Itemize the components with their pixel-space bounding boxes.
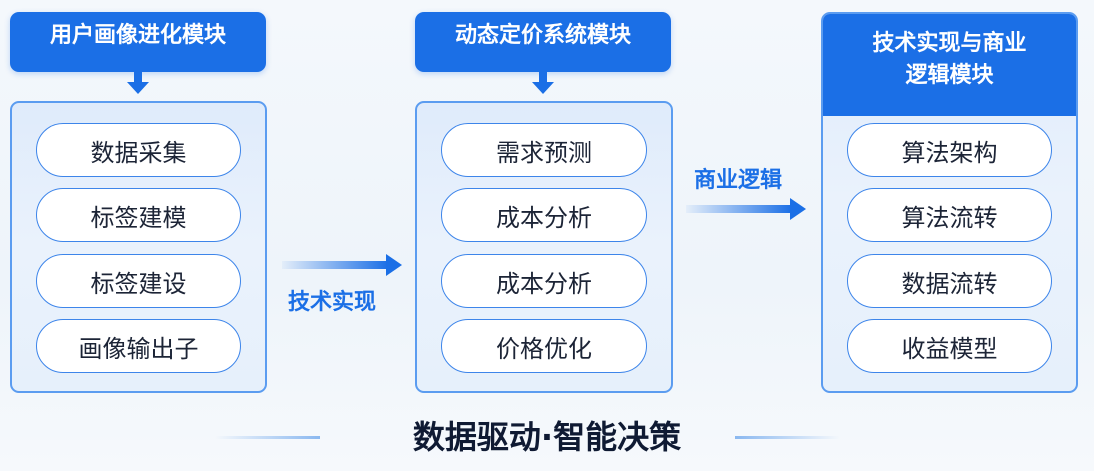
- item-label: 数据流转: [901, 269, 998, 298]
- footer-divider-left: [215, 436, 320, 439]
- module-2-title: 动态定价系统模块: [415, 12, 671, 72]
- item-label: 价格优化: [496, 334, 592, 363]
- item-label: 数据采集: [90, 138, 187, 167]
- connector-2-label: 商业逻辑: [694, 168, 783, 193]
- module-2-down-arrow-icon: [532, 82, 554, 94]
- item-label: 成本分析: [496, 203, 592, 232]
- module-2-item: 成本分析: [441, 254, 647, 308]
- module-2-card: 需求预测 成本分析 成本分析 价格优化: [415, 101, 673, 393]
- item-label: 画像输出子: [78, 334, 199, 363]
- module-3-item: 算法架构: [847, 123, 1052, 177]
- item-label: 成本分析: [496, 269, 592, 298]
- module-1-down-arrow-stem: [134, 72, 142, 82]
- module-2-down-arrow-stem: [539, 72, 547, 82]
- connector-2-arrow-icon: [790, 198, 806, 220]
- module-2-item: 需求预测: [441, 123, 647, 177]
- connector-1-label: 技术实现: [288, 290, 377, 315]
- item-label: 收益模型: [901, 334, 998, 363]
- module-1-down-arrow-icon: [127, 82, 149, 94]
- module-1-card: 数据采集 标签建模 标签建设 画像输出子: [10, 101, 267, 393]
- module-1-item: 数据采集: [36, 123, 241, 177]
- connector-1-arrow-icon: [386, 254, 402, 276]
- module-2-item: 成本分析: [441, 188, 647, 242]
- module-3-title: 技术实现与商业 逻辑模块: [823, 14, 1076, 116]
- module-1-title: 用户画像进化模块: [10, 12, 266, 72]
- item-label: 标签建设: [90, 269, 187, 298]
- connector-2-arrow-shaft: [686, 205, 792, 213]
- module-1-item: 标签建模: [36, 188, 241, 242]
- module-3-title-line1: 技术实现与商业: [872, 31, 1027, 56]
- module-1-item: 画像输出子: [36, 319, 241, 373]
- module-3-title-line2: 逻辑模块: [905, 63, 994, 88]
- module-1-item: 标签建设: [36, 254, 241, 308]
- module-3-card: 技术实现与商业 逻辑模块 算法架构 算法流转 数据流转 收益模型: [821, 12, 1078, 393]
- footer-title: 数据驱动·智能决策: [412, 418, 682, 456]
- item-label: 算法流转: [901, 203, 998, 232]
- module-3-item: 收益模型: [847, 319, 1052, 373]
- footer-divider-right: [735, 436, 840, 439]
- module-3-item: 算法流转: [847, 188, 1052, 242]
- item-label: 需求预测: [496, 138, 592, 167]
- item-label: 标签建模: [90, 203, 187, 232]
- connector-1-arrow-shaft: [282, 261, 388, 269]
- module-2-item: 价格优化: [441, 319, 647, 373]
- module-3-item: 数据流转: [847, 254, 1052, 308]
- item-label: 算法架构: [901, 138, 998, 167]
